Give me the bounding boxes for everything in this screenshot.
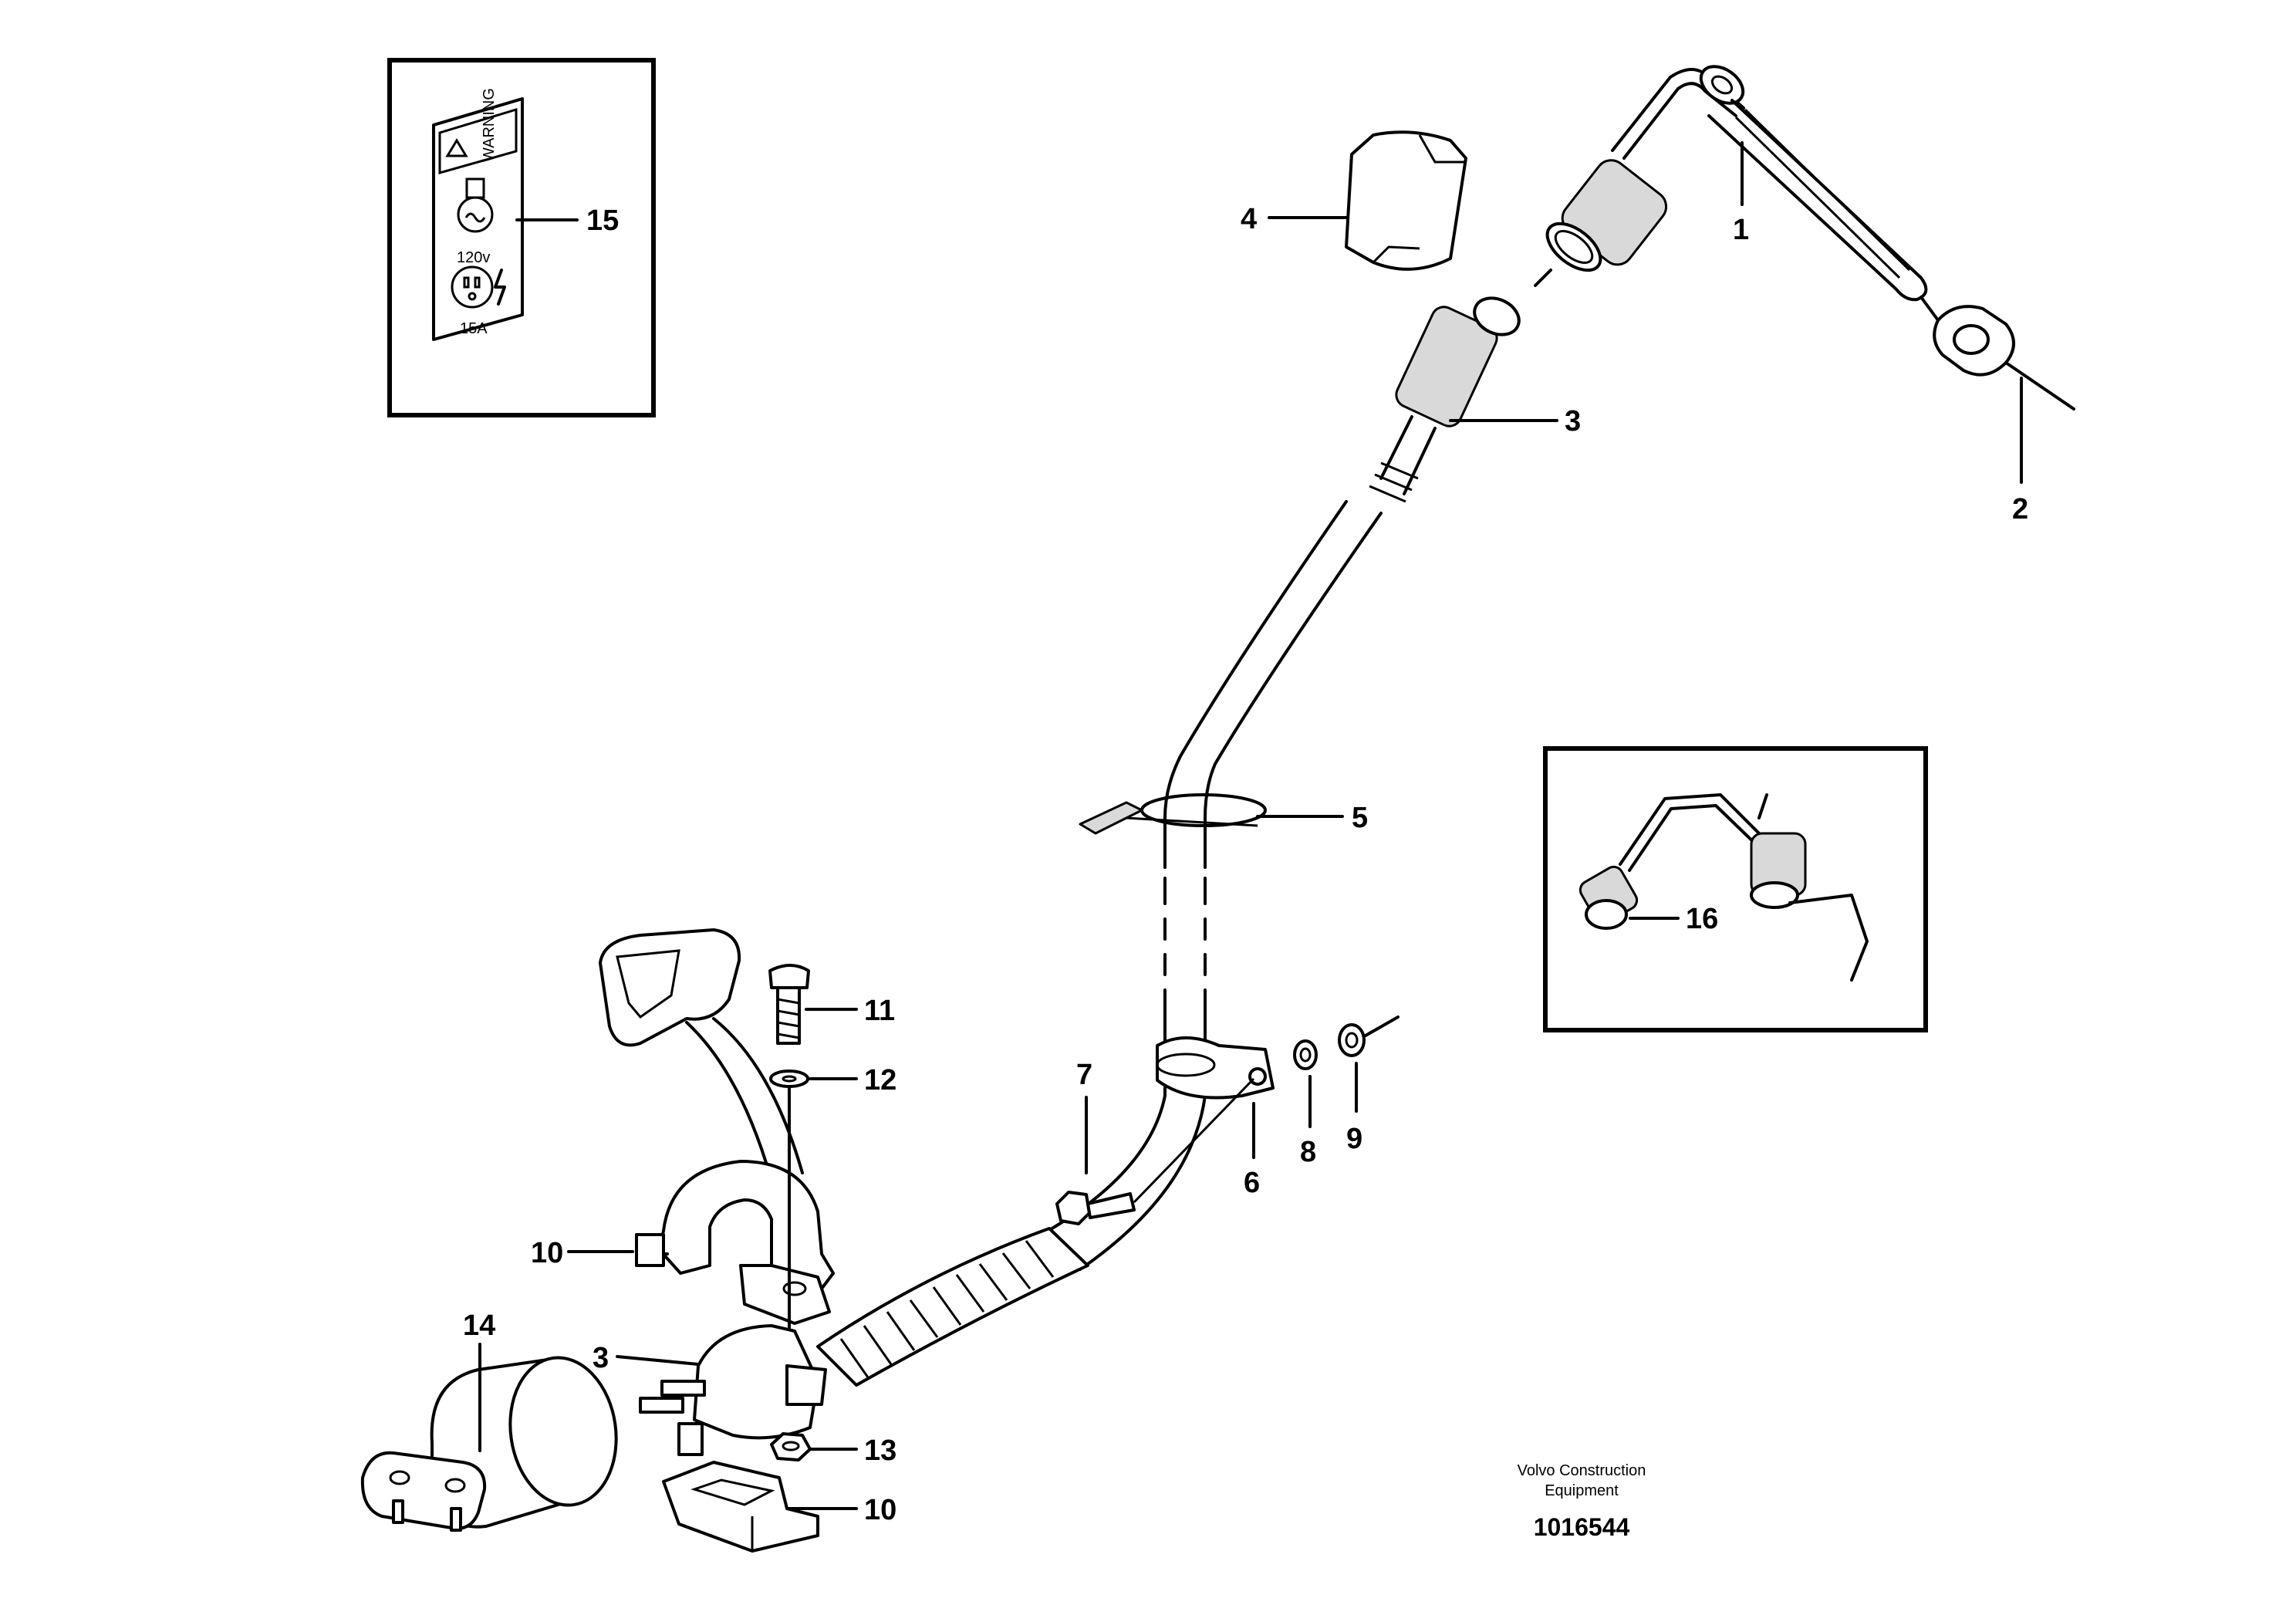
- decal-warning-text: WARNING: [481, 88, 498, 162]
- nut: [1338, 1015, 1400, 1057]
- callout-2: 2: [2012, 493, 2028, 525]
- cable-tie: [1079, 793, 1267, 835]
- callout-12: 12: [864, 1064, 896, 1097]
- warning-decal: WARNING 120v 15A: [432, 88, 524, 341]
- callout-14: 14: [463, 1309, 495, 1342]
- clamp: [1156, 1036, 1275, 1100]
- heater-socket: [1534, 159, 1668, 287]
- callout-5: 5: [1352, 802, 1368, 834]
- callout-3-bottom: 3: [593, 1342, 609, 1374]
- bracket-lower: [662, 1461, 819, 1553]
- decal-inset: WARNING 120v 15A 15: [387, 58, 656, 417]
- callout-7: 7: [1076, 1059, 1092, 1091]
- canister: [360, 1356, 618, 1532]
- power-cord: [1040, 500, 1383, 1271]
- callout-9: 9: [1346, 1123, 1362, 1155]
- callout-16: 16: [1686, 903, 1718, 935]
- bolt: [1055, 1077, 1255, 1225]
- document-number: 1016544: [1534, 1513, 1630, 1541]
- callout-1: 1: [1733, 214, 1749, 246]
- washer: [1293, 1039, 1318, 1070]
- washer-upper: [769, 1070, 809, 1088]
- gasket: [1920, 296, 2075, 411]
- credit-line-1: Volvo Construction: [1518, 1462, 1646, 1479]
- callout-15: 15: [586, 204, 619, 237]
- sleeve: [1345, 130, 1467, 271]
- callout-11: 11: [864, 995, 895, 1027]
- screw: [768, 964, 810, 1045]
- decal-amperage: 15A: [460, 320, 488, 337]
- plug-holder: [599, 928, 804, 1182]
- callout-4: 4: [1241, 203, 1257, 235]
- decal-voltage: 120v: [457, 249, 490, 266]
- heater-element: [1611, 65, 1928, 302]
- nut-lower: [770, 1432, 812, 1461]
- credit-line-2: Equipment: [1545, 1482, 1619, 1499]
- heater-assembly-inset: 16: [1543, 746, 1928, 1032]
- cord-connector-top: [1369, 296, 1521, 503]
- credit-block: Volvo Construction Equipment 1016544: [1518, 1462, 1646, 1541]
- callout-8: 8: [1300, 1136, 1316, 1168]
- bracket-upper: [635, 1160, 835, 1325]
- callout-13: 13: [864, 1434, 896, 1467]
- plug-bottom: [639, 1324, 827, 1456]
- corrugated-sleeve: [816, 1227, 1089, 1387]
- callout-6: 6: [1244, 1167, 1260, 1199]
- callout-10-upper: 10: [531, 1237, 563, 1269]
- callout-3-top: 3: [1565, 405, 1581, 438]
- callout-10-lower: 10: [864, 1494, 896, 1526]
